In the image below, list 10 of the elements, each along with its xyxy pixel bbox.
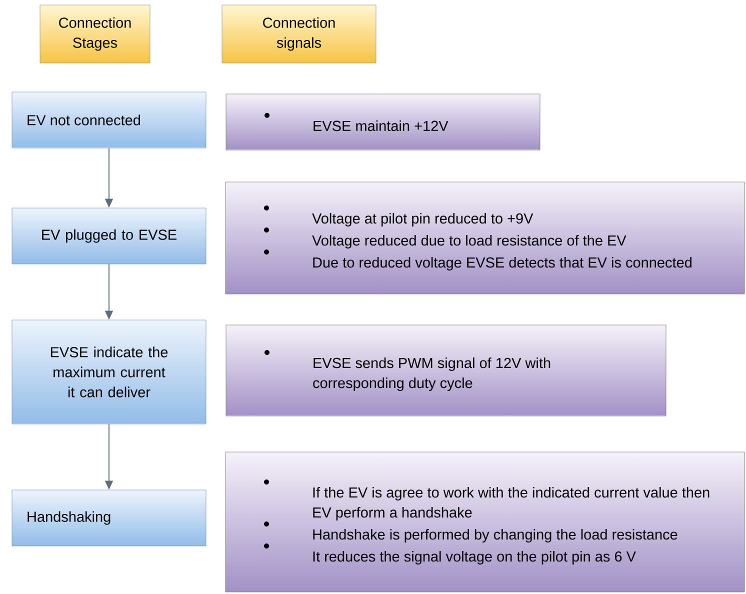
- stage-box: EV plugged to EVSE: [12, 208, 206, 264]
- stage-box: Handshaking: [12, 490, 206, 546]
- stage-box: EVSE indicate the maximum current it can deliver: [12, 320, 206, 424]
- signal-box: EVSE sends PWM signal of 12V with corresponding duty cycle: [226, 324, 666, 416]
- signal-box: If the EV is agree to work with the indicated current value then EV perform a handshake Handshake is performed by changing the load resistance It reduces the signal voltage on the pilot pin as 6 V: [225, 452, 745, 592]
- signal-box: Voltage at pilot pin reduced to +9V Voltage reduced due to load resistance of the EV Due to reduced voltage EVSE detects that EV is connected: [225, 182, 745, 294]
- connection-header-box: Connection Stages: [40, 4, 150, 64]
- signal-box: EVSE maintain +12V: [226, 94, 540, 150]
- connection-header-box: Connection signals: [222, 4, 376, 64]
- stage-box: EV not connected: [12, 92, 206, 148]
